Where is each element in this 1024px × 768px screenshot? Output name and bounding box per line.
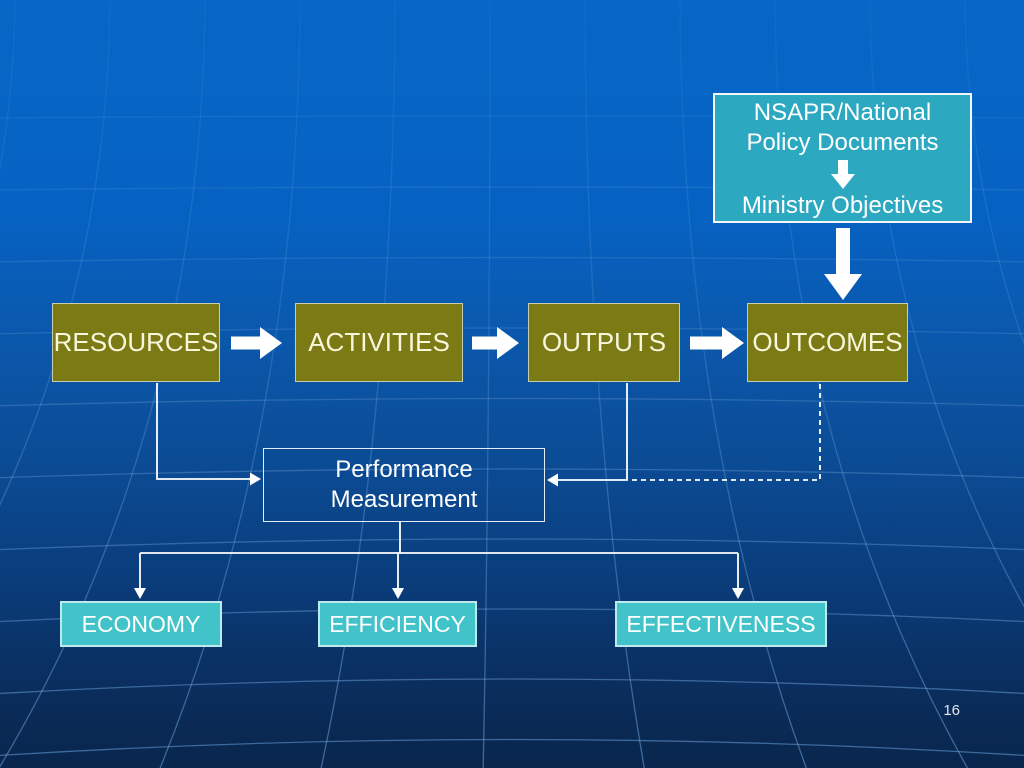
down-arrow-icon (830, 159, 855, 189)
connector-outputs-to-measurement (557, 383, 628, 481)
policy-box-top-text: NSAPR/National Policy Documents (746, 98, 939, 156)
flow-box-resources: RESOURCES (52, 303, 220, 382)
result-box-label: EFFICIENCY (329, 610, 466, 637)
result-box-label: EFFECTIVENESS (626, 610, 816, 637)
measurement-box-label: Performance Measurement (330, 456, 478, 513)
block-arrow-objectives-to-outcomes-icon (824, 228, 862, 300)
arrowhead-efficiency-icon (392, 588, 404, 599)
flow-box-label: RESOURCES (53, 327, 219, 357)
block-arrow-activities-outputs-icon (472, 327, 519, 359)
arrowhead-economy-icon (134, 588, 146, 599)
flow-box-label: OUTPUTS (541, 327, 667, 357)
arrowhead-into-measurement-right-icon (547, 473, 558, 487)
policy-box: NSAPR/National Policy Documents Ministry… (713, 93, 972, 223)
arrowhead-effectiveness-icon (732, 588, 744, 599)
result-box-label: ECONOMY (81, 610, 201, 637)
page-number: 16 (943, 702, 960, 719)
flow-box-activities: ACTIVITIES (295, 303, 463, 382)
arrowhead-into-measurement-left-icon (250, 472, 261, 486)
measurement-box: Performance Measurement (263, 448, 545, 522)
flow-box-outcomes: OUTCOMES (747, 303, 908, 382)
flow-box-label: OUTCOMES (752, 327, 903, 357)
policy-box-bottom-text: Ministry Objectives (741, 191, 944, 219)
result-box-efficiency: EFFICIENCY (318, 601, 477, 647)
flow-box-label: ACTIVITIES (308, 327, 450, 357)
result-box-economy: ECONOMY (60, 601, 222, 647)
block-arrow-outputs-outcomes-icon (690, 327, 744, 359)
flow-box-outputs: OUTPUTS (528, 303, 680, 382)
connector-outcomes-to-measurement-dashed (629, 384, 821, 481)
block-arrow-resources-activities-icon (231, 327, 282, 359)
connector-resources-to-measurement (156, 383, 251, 480)
result-box-effectiveness: EFFECTIVENESS (615, 601, 827, 647)
